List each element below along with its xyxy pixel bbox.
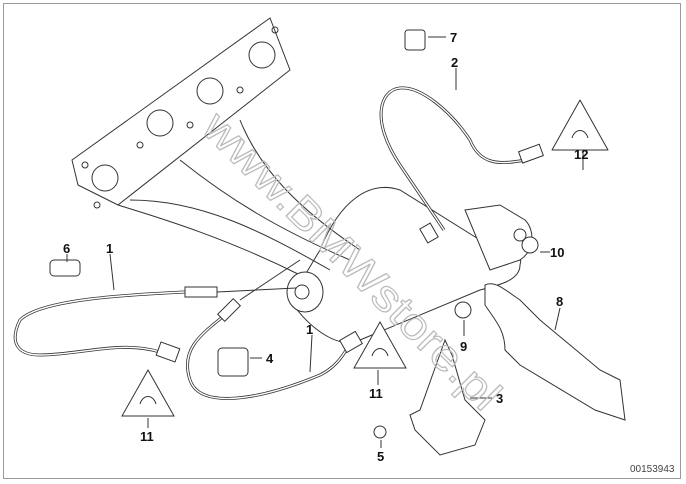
holder-4-shape [217, 347, 249, 377]
callout-11-left[interactable]: 11 [140, 429, 154, 444]
callout-4[interactable]: 4 [266, 351, 274, 366]
callout-7[interactable]: 7 [450, 30, 457, 45]
callout-9[interactable]: 9 [460, 339, 467, 354]
callout-5[interactable]: 5 [377, 449, 384, 464]
callout-10[interactable]: 10 [550, 245, 564, 260]
callout-3[interactable]: 3 [496, 391, 503, 406]
diagram-frame [3, 3, 681, 479]
exhaust-manifold [71, 17, 533, 344]
callout-2[interactable]: 2 [451, 55, 458, 70]
callout-11-middle[interactable]: 11 [369, 386, 383, 401]
diagram-code: 00153943 [630, 464, 675, 475]
callout-6[interactable]: 6 [63, 241, 70, 256]
oxygen-sensor-1-left [13, 286, 297, 363]
warning-label-11-mid-shape [353, 320, 407, 369]
heat-shield-8-shape [484, 283, 626, 421]
oxygen-sensor-2 [379, 86, 544, 244]
screw-5-shape [373, 425, 387, 439]
warning-label-12-shape [551, 99, 609, 151]
warning-label-11-left-shape [121, 368, 175, 417]
oxygen-sensor-1-middle [185, 259, 363, 400]
callout-8[interactable]: 8 [556, 294, 563, 309]
callout-1-left[interactable]: 1 [106, 241, 113, 256]
clip-7-shape [404, 29, 426, 51]
callout-1-middle[interactable]: 1 [306, 322, 313, 337]
nut-9-shape [454, 301, 472, 319]
leader-lines [66, 36, 584, 448]
callout-12[interactable]: 12 [574, 147, 588, 162]
clip-6-shape [49, 259, 81, 277]
bracket-3-shape [409, 338, 486, 456]
bolt-10-shape [521, 236, 539, 254]
